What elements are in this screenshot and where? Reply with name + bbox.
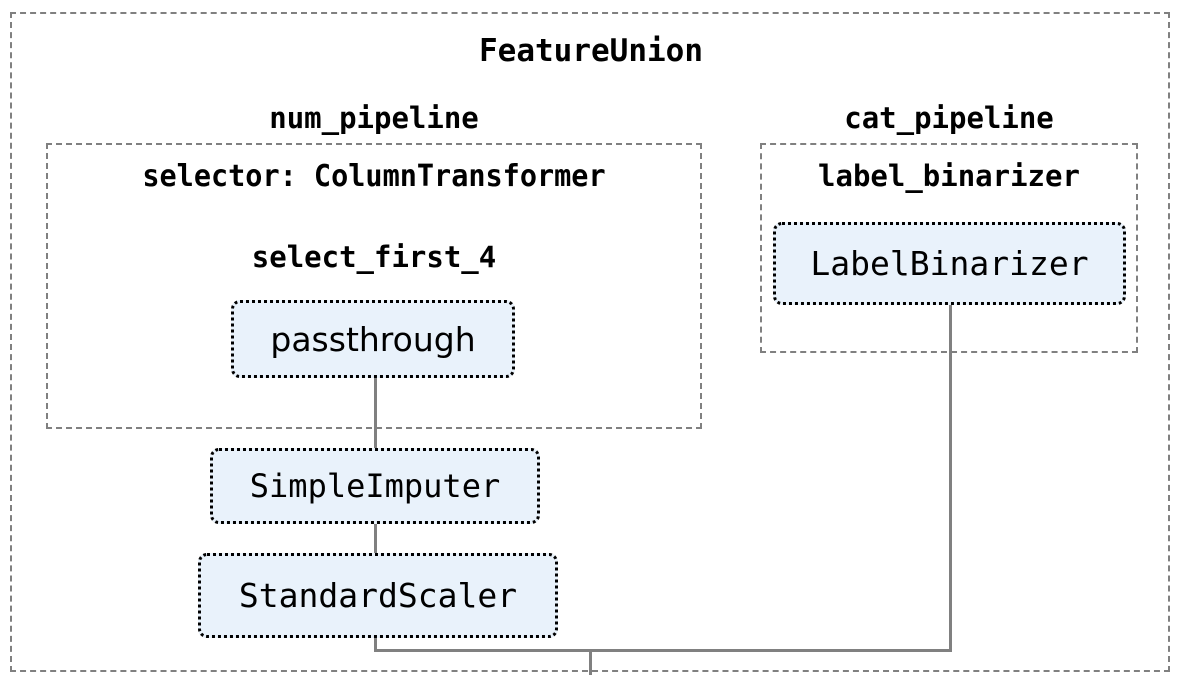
node-labelbinarizer[interactable]: LabelBinarizer	[773, 222, 1126, 305]
edge-standardscaler-to-merge	[374, 638, 377, 652]
node-standardscaler[interactable]: StandardScaler	[198, 553, 558, 638]
edge-simpleimputer-to-standardscaler	[374, 524, 377, 553]
cat-pipeline-label: cat_pipeline	[844, 101, 1054, 135]
edge-labelbinarizer-to-merge	[949, 305, 952, 652]
num-pipeline-label: num_pipeline	[269, 101, 479, 135]
select-first-4-label: select_first_4	[251, 240, 497, 274]
page-title: FeatureUnion	[479, 33, 703, 69]
selector-columntransformer-label: selector: ColumnTransformer	[142, 159, 606, 194]
edge-merge-output-stub	[589, 649, 592, 675]
node-simpleimputer[interactable]: SimpleImputer	[210, 448, 540, 524]
node-passthrough[interactable]: passthrough	[231, 300, 515, 378]
edge-merge-horizontal	[374, 649, 952, 652]
edge-passthrough-to-simpleimputer	[374, 378, 377, 448]
label-binarizer-label: label_binarizer	[818, 159, 1080, 193]
